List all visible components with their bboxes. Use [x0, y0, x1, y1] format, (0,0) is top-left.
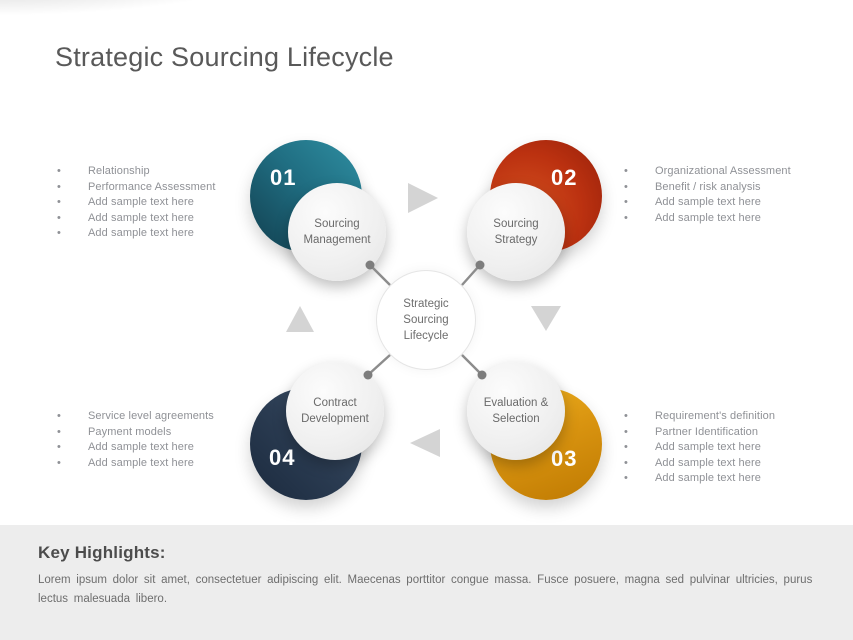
bullet-list-top-right: Organizational Assessment Benefit / risk…	[622, 164, 832, 226]
list-item: Benefit / risk analysis	[622, 180, 832, 196]
list-item: Add sample text here	[55, 440, 255, 456]
step-03-label: Evaluation & Selection	[483, 397, 549, 425]
arrow-right-icon	[408, 183, 438, 213]
key-highlights-band: Key Highlights: Lorem ipsum dolor sit am…	[0, 525, 853, 640]
list-item: Add sample text here	[55, 226, 255, 242]
list-item: Add sample text here	[622, 456, 832, 472]
key-highlights-body: Lorem ipsum dolor sit amet, consectetuer…	[38, 574, 813, 605]
step-02-label: Sourcing Strategy	[493, 218, 539, 246]
list-item: Requirement's definition	[622, 409, 832, 425]
list-item: Add sample text here	[622, 211, 832, 227]
list-item: Organizational Assessment	[622, 164, 832, 180]
step-01-label: Sourcing Management	[303, 218, 371, 246]
arrow-up-icon	[286, 306, 314, 332]
bullet-list-bottom-left: Service level agreements Payment models …	[55, 409, 255, 471]
step-04-number: 04	[269, 445, 296, 470]
list-item: Payment models	[55, 425, 255, 441]
list-item: Performance Assessment	[55, 180, 255, 196]
step-04-label-circle: Contract Development	[286, 362, 384, 460]
list-item: Add sample text here	[55, 456, 255, 472]
step-03-label-circle: Evaluation & Selection	[467, 362, 565, 460]
key-highlights-heading: Key Highlights:	[38, 543, 166, 562]
step-01-number: 01	[270, 165, 297, 190]
list-item: Add sample text here	[55, 195, 255, 211]
bullet-list-bottom-right: Requirement's definition Partner Identif…	[622, 409, 832, 487]
page-title: Strategic Sourcing Lifecycle	[55, 42, 394, 72]
list-item: Add sample text here	[622, 440, 832, 456]
list-item: Partner Identification	[622, 425, 832, 441]
step-01-label-circle: Sourcing Management	[288, 183, 386, 281]
step-02-label-circle: Sourcing Strategy	[467, 183, 565, 281]
bullet-list-top-left: Relationship Performance Assessment Add …	[55, 164, 255, 242]
center-circle: Strategic Sourcing Lifecycle	[376, 270, 476, 370]
step-02-number: 02	[551, 165, 578, 190]
list-item: Add sample text here	[55, 211, 255, 227]
arrow-left-icon	[410, 429, 440, 457]
center-label: Strategic Sourcing Lifecycle	[403, 298, 449, 342]
list-item: Relationship	[55, 164, 255, 180]
list-item: Add sample text here	[622, 195, 832, 211]
list-item: Add sample text here	[622, 471, 832, 487]
step-04-label: Contract Development	[301, 397, 369, 425]
arrow-down-icon	[531, 306, 561, 331]
lifecycle-diagram: 01 02 04 03 Sourcing Management Sourcing…	[240, 130, 620, 510]
step-03-number: 03	[551, 446, 578, 471]
list-item: Service level agreements	[55, 409, 255, 425]
